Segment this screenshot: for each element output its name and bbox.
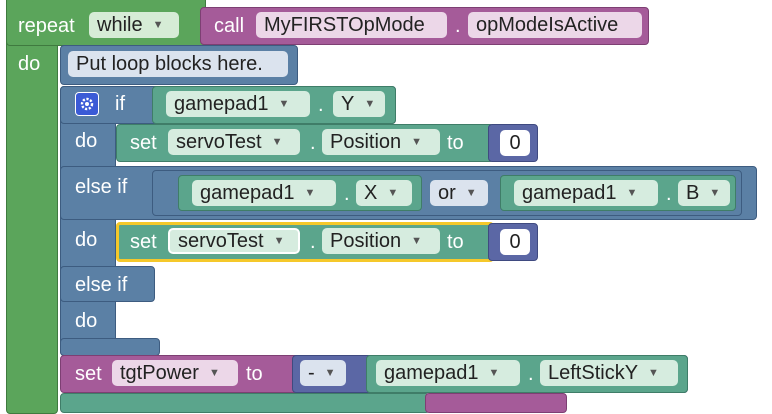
negate-operator-dropdown[interactable]: -▼ [300,360,346,386]
chevron-down-icon: ▼ [648,366,659,379]
to-label-1: to [447,132,464,154]
logic-operator-dropdown[interactable]: or ▼ [430,180,488,206]
gamepad-device-value-4: gamepad1 [384,362,479,384]
else-if-label-1: else if [75,176,128,198]
loop-mode-value: while [97,14,143,36]
call-method-value: opModeIsActive [476,14,619,36]
chevron-down-icon: ▼ [411,135,423,148]
if-block[interactable] [60,86,116,356]
set-label-1: set [130,132,157,154]
to-label-2: to [447,231,464,253]
dot-separator: . [666,183,672,205]
gamepad-button-value-3: B [686,182,700,204]
call-object-field[interactable]: MyFIRSTOpMode [256,12,447,38]
number-field-1[interactable]: 0 [500,130,530,156]
gamepad-button-value-2: X [364,182,378,204]
call-method-field[interactable]: opModeIsActive [468,12,642,38]
call-label: call [214,15,245,37]
if-label: if [115,93,125,115]
gamepad-device-dropdown-3[interactable]: gamepad1 ▼ [514,180,658,206]
comment-field[interactable]: Put loop blocks here. [68,51,288,77]
gamepad-button-dropdown-2[interactable]: X▼ [356,180,412,206]
chevron-down-icon: ▼ [271,135,283,148]
negate-operator-value: - [308,362,315,384]
servo-value-1: servoTest [176,131,262,153]
loop-mode-dropdown[interactable]: while ▼ [89,12,179,38]
set-label-2: set [130,231,157,253]
property-dropdown-2[interactable]: Position ▼ [322,228,440,254]
chevron-down-icon: ▼ [152,18,164,31]
chevron-down-icon: ▼ [626,186,638,199]
do-label-2: do [75,229,98,251]
number-value-1: 0 [509,131,521,154]
empty-do-slot [116,302,160,338]
call-object-value: MyFIRSTOpMode [264,14,425,36]
chevron-down-icon: ▼ [273,234,285,247]
do-label-loop: do [18,53,41,75]
next-set-block-partial[interactable] [60,393,430,413]
gamepad-device-value-3: gamepad1 [522,182,617,204]
set-label-3: set [75,363,102,385]
dot-separator: . [310,231,316,253]
property-value-2: Position [330,230,402,252]
servo-value-2: servoTest [178,230,264,252]
gamepad-button-value-1: Y [341,93,355,115]
do-label-3: do [75,310,98,332]
logic-operator-value: or [438,182,456,204]
chevron-down-icon: ▼ [324,366,336,379]
stick-value: LeftStickY [548,362,639,384]
gamepad-button-dropdown-3[interactable]: B▼ [678,180,730,206]
chevron-down-icon: ▼ [488,366,500,379]
call-dot: . [455,15,461,37]
gamepad-device-dropdown-4[interactable]: gamepad1 ▼ [376,360,520,386]
number-field-2[interactable]: 0 [500,229,530,255]
comment-text: Put loop blocks here. [76,53,263,75]
gamepad-device-dropdown-1[interactable]: gamepad1 ▼ [166,91,310,117]
to-label-3: to [246,363,263,385]
gamepad-device-value-1: gamepad1 [174,93,269,115]
gamepad-device-value-2: gamepad1 [200,182,295,204]
next-variable-block-partial[interactable] [425,393,567,413]
repeat-while-top-cap [30,0,70,2]
variable-dropdown[interactable]: tgtPower ▼ [112,360,238,386]
repeat-label: repeat [18,15,75,37]
servo-dropdown-1[interactable]: servoTest ▼ [168,129,300,155]
chevron-down-icon: ▼ [304,186,316,199]
gear-icon[interactable] [75,92,99,116]
variable-value: tgtPower [120,362,199,384]
chevron-down-icon: ▼ [465,186,477,199]
dot-separator: . [310,132,316,154]
else-if-label-2: else if [75,274,128,296]
gamepad-device-dropdown-2[interactable]: gamepad1 ▼ [192,180,336,206]
gamepad-button-dropdown-1[interactable]: Y▼ [333,91,385,117]
if-bottom-cap [60,338,160,356]
chevron-down-icon: ▼ [411,234,423,247]
do-label-1: do [75,130,98,152]
number-value-2: 0 [509,230,521,253]
dot-separator: . [344,183,350,205]
stick-dropdown[interactable]: LeftStickY ▼ [540,360,678,386]
servo-dropdown-2[interactable]: servoTest ▼ [168,228,300,254]
chevron-down-icon: ▼ [709,186,721,199]
chevron-down-icon: ▼ [208,366,220,379]
property-value-1: Position [330,131,402,153]
repeat-while-block[interactable] [6,0,58,414]
dot-separator: . [318,94,324,116]
chevron-down-icon: ▼ [278,97,290,110]
property-dropdown-1[interactable]: Position ▼ [322,129,440,155]
else-if-row-2[interactable] [60,266,155,302]
chevron-down-icon: ▼ [387,186,399,199]
dot-separator: . [528,363,534,385]
chevron-down-icon: ▼ [364,97,376,110]
